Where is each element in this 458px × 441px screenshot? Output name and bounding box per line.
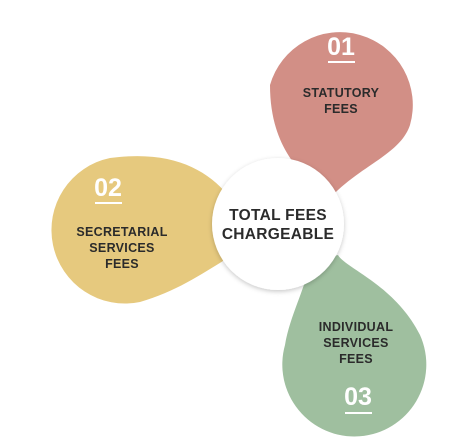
petal-individual-label-line-1: INDIVIDUAL [319, 320, 394, 334]
center-circle [212, 158, 344, 290]
petal-secretarial-label-line-3: FEES [105, 257, 139, 271]
petal-secretarial-number: 02 [94, 174, 122, 202]
petal-individual-shape [282, 255, 427, 437]
petal-secretarial-shape [51, 156, 228, 304]
petal-secretarial-services-fees: 02 SECRETARIAL SERVICES FEES [51, 156, 228, 304]
petal-statutory-label-line-1: STATUTORY [303, 86, 380, 100]
center-node: TOTAL FEES CHARGEABLE [212, 158, 344, 290]
petal-individual-label-line-3: FEES [339, 352, 373, 366]
petal-individual-number: 03 [344, 383, 372, 411]
center-label-line-1: TOTAL FEES [229, 207, 327, 224]
petal-secretarial-label-line-2: SERVICES [89, 241, 154, 255]
petal-statutory-shape [270, 32, 413, 200]
petal-statutory-number: 01 [327, 33, 355, 61]
petal-individual-label-line-2: SERVICES [323, 336, 388, 350]
petal-individual-services-fees: INDIVIDUAL SERVICES FEES 03 [282, 255, 427, 437]
petal-statutory-label-line-2: FEES [324, 102, 358, 116]
petal-secretarial-label-line-1: SECRETARIAL [76, 225, 167, 239]
center-label-line-2: CHARGEABLE [222, 226, 334, 243]
petal-statutory-fees: 01 STATUTORY FEES [270, 32, 413, 200]
